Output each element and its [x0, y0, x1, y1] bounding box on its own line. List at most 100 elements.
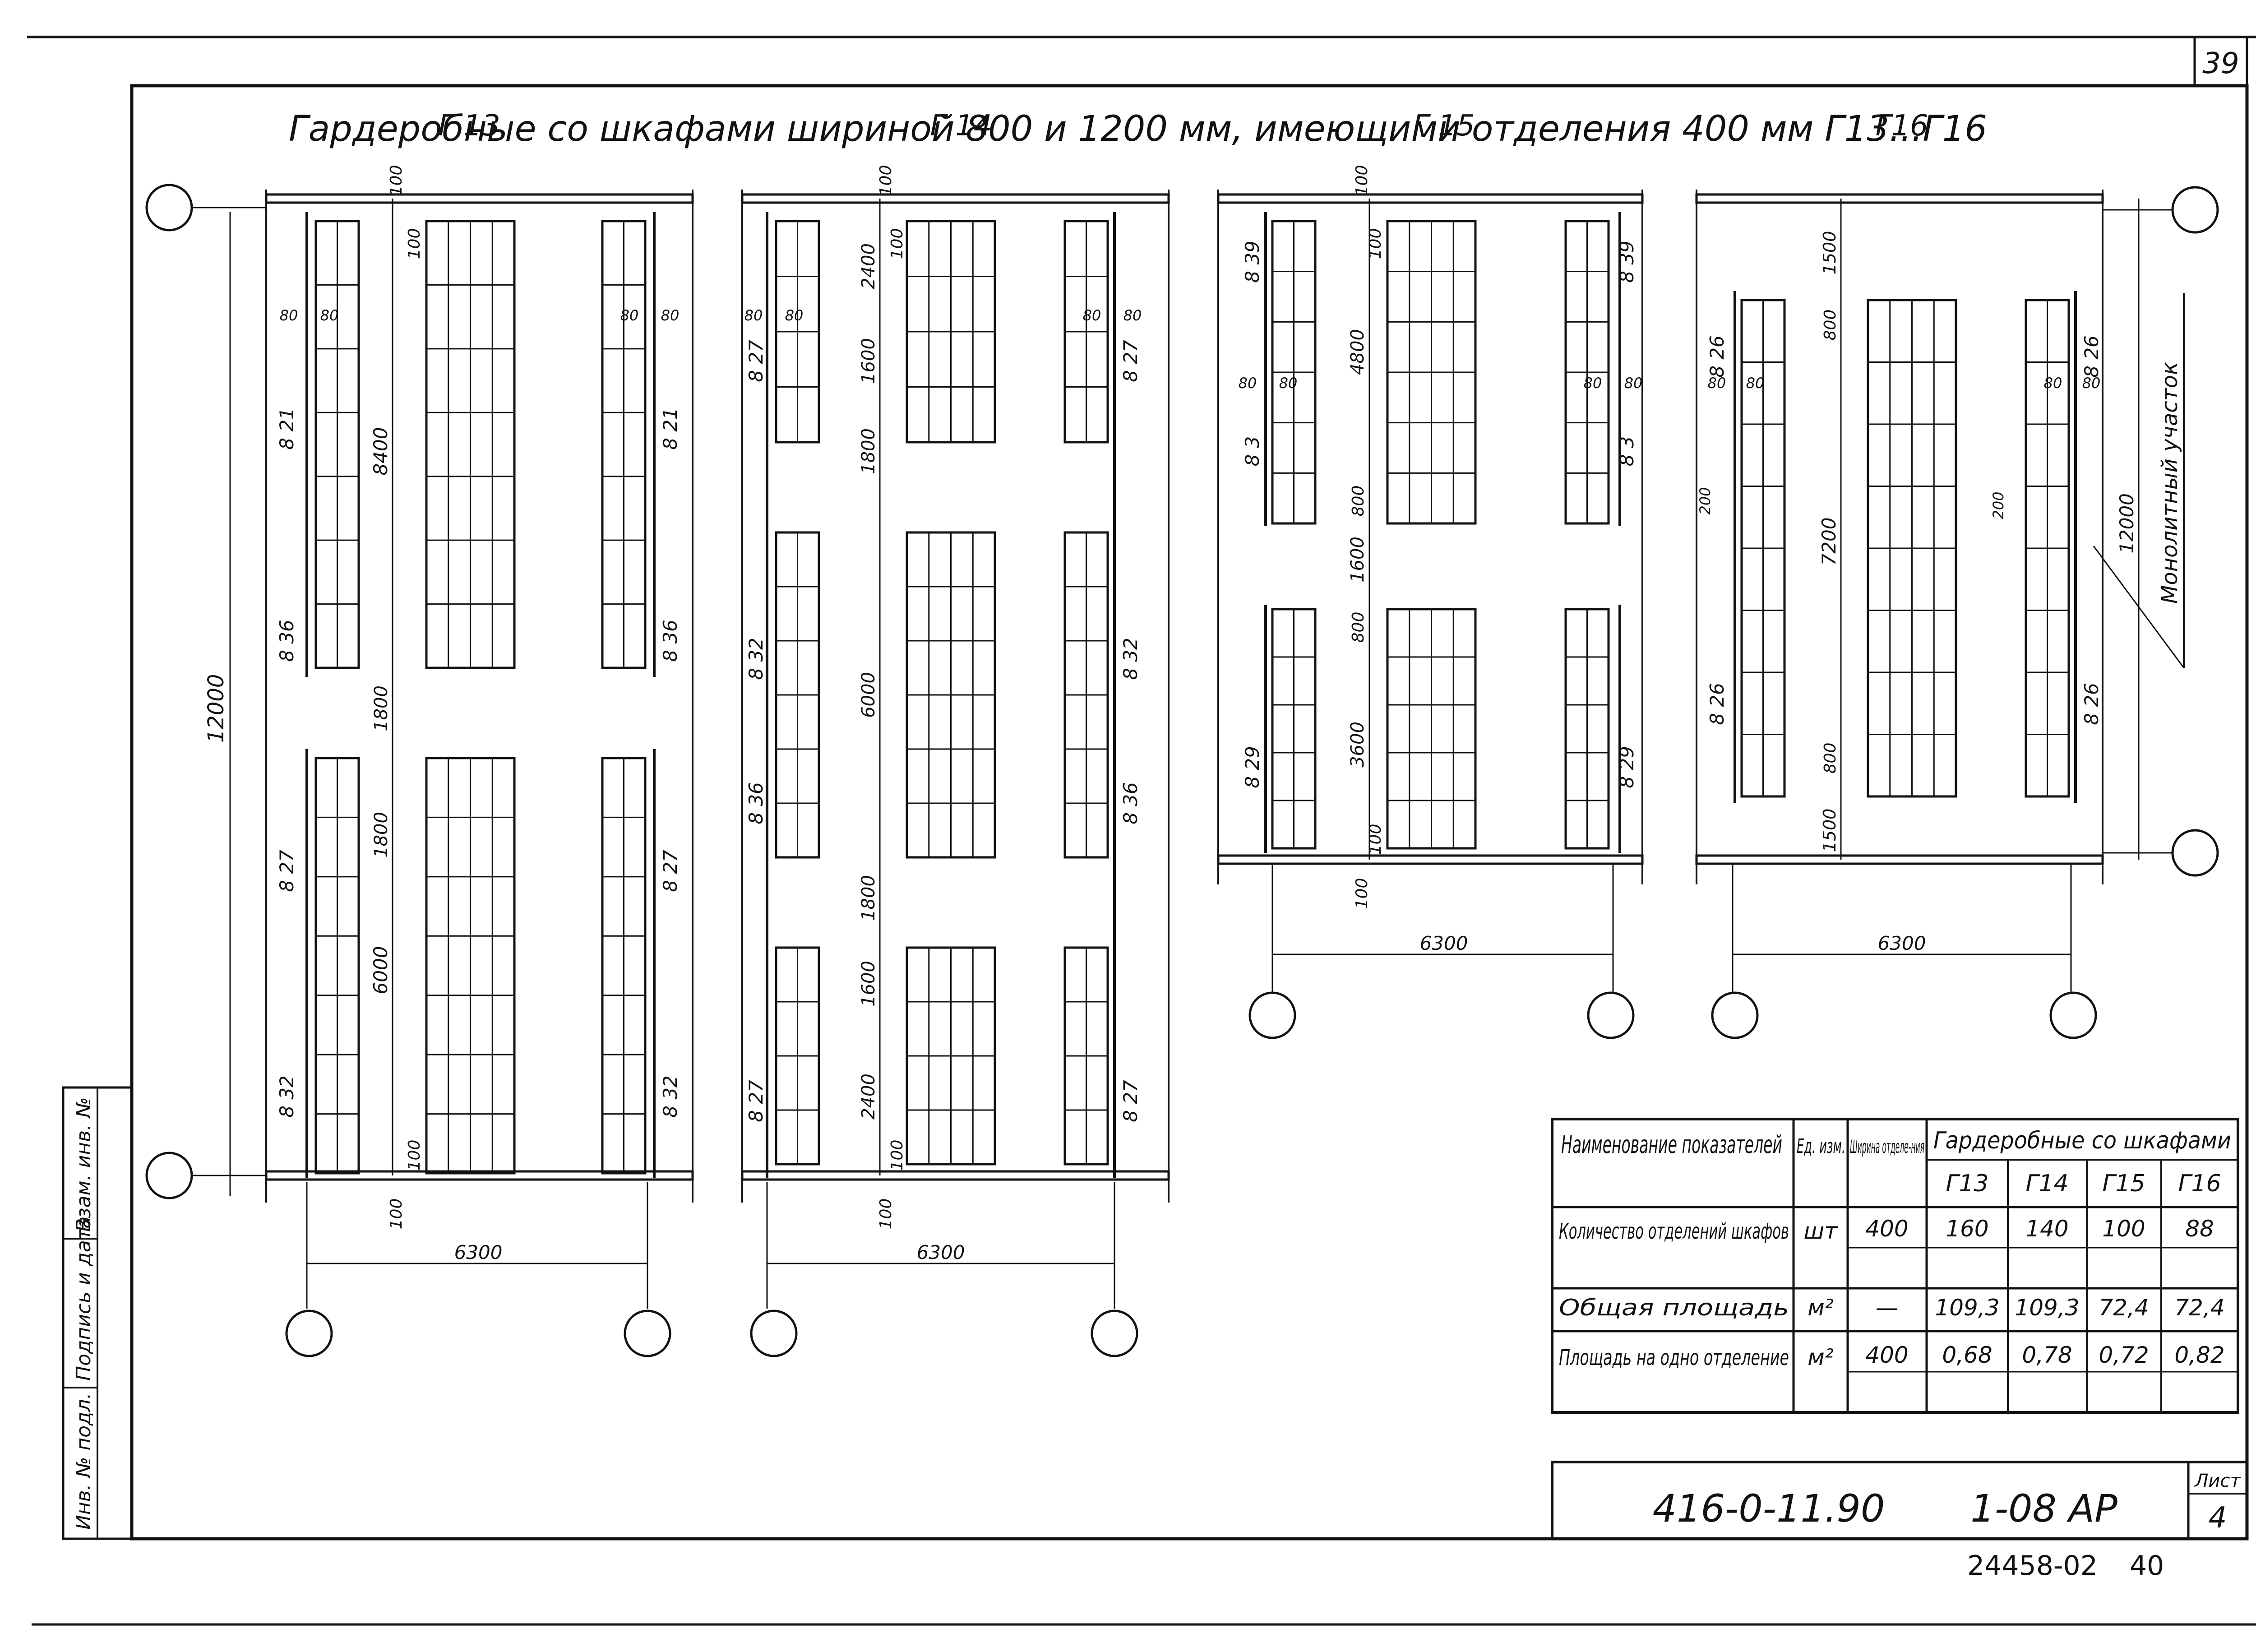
head-col-2: Г14 — [2025, 1170, 2068, 1197]
row-2-value-1: 109,3 — [1935, 1295, 1999, 1321]
wardrobe-unit — [906, 531, 996, 859]
row-1-unit: шт — [1804, 1218, 1839, 1244]
dim-label: 80 — [1708, 375, 1726, 392]
wardrobe-unit — [425, 757, 516, 1175]
row-2-value-3: 72,4 — [2099, 1295, 2149, 1321]
dim-label: 200 — [1990, 491, 2007, 519]
grid-axis-marker — [1587, 991, 1635, 1039]
dim-label: 100 — [1366, 824, 1385, 855]
dim-label: 800 — [1349, 612, 1368, 643]
cabinet-label: 8 3 — [1616, 436, 1638, 467]
cabinet-label: 8 21 — [276, 407, 298, 450]
dim-label: 80 — [1279, 375, 1298, 392]
stamp-sheet-label: Лист — [2194, 1471, 2241, 1491]
wardrobe-unit — [775, 531, 820, 859]
head-col-3: Г15 — [2102, 1170, 2145, 1197]
wardrobe-unit — [601, 220, 647, 669]
wall — [1217, 193, 1644, 204]
dim-label: 100 — [1353, 878, 1371, 909]
row-3-width: 400 — [1865, 1342, 1908, 1368]
dim-label: 100 — [877, 165, 895, 196]
dim-label: 80 — [1624, 375, 1643, 392]
wardrobe-unit — [314, 220, 360, 669]
row-3-value-2: 0,78 — [2022, 1342, 2072, 1368]
dim-label: 1500 — [1820, 231, 1840, 275]
dim-label: 80 — [1584, 375, 1602, 392]
dim-label: 1800 — [858, 875, 879, 921]
cabinet-label: 8 36 — [659, 620, 681, 662]
row-3-unit: м² — [1808, 1344, 1834, 1370]
row-1-value-1: 160 — [1946, 1216, 1988, 1242]
head-col-1: Г13 — [1946, 1170, 1988, 1197]
cabinet-label: 8 32 — [276, 1075, 298, 1118]
dim-label: 100 — [387, 1199, 406, 1230]
wall — [265, 193, 694, 204]
cabinet-label: 8 36 — [745, 782, 767, 824]
wardrobe-unit — [1271, 220, 1317, 525]
dim-label: 6300 — [917, 1241, 965, 1263]
row-1-value-4: 88 — [2185, 1216, 2214, 1242]
wardrobe-unit — [775, 946, 820, 1166]
dim-label: 1600 — [858, 338, 879, 384]
leader-line — [2093, 546, 2185, 668]
dim-label: 8400 — [370, 427, 392, 476]
wardrobe-unit — [1564, 220, 1610, 525]
sheet-number-box — [2193, 36, 2248, 87]
grid-axis-marker — [1711, 991, 1759, 1039]
dim-label: 1800 — [371, 685, 392, 731]
row-2-name: Общая площадь — [1559, 1295, 1789, 1321]
wardrobe-unit — [1386, 608, 1477, 850]
dim-label: 1500 — [1820, 809, 1840, 852]
cabinet-label: 8 27 — [745, 340, 767, 382]
signature-label: Подпись и дата — [72, 1217, 95, 1381]
inv-label: Инв. № подл. — [72, 1393, 95, 1530]
cabinet-label: 8 32 — [745, 638, 767, 680]
wall — [741, 1170, 1170, 1181]
cabinet-label: 8 26 — [1706, 683, 1728, 725]
dim-label: 1800 — [371, 812, 392, 858]
grid-axis-marker — [2171, 829, 2219, 877]
plan-title: Г16 — [1875, 109, 1928, 143]
indicators-table: Наименование показателей Ед. изм. Ширина… — [1551, 1118, 2239, 1414]
dim-label: 100 — [888, 1140, 906, 1171]
wardrobe-unit — [1740, 299, 1786, 798]
dim-label: 1600 — [1347, 537, 1368, 583]
cabinet-label: 8 3 — [1241, 436, 1263, 467]
dim-label: 80 — [1083, 307, 1101, 324]
wardrobe-unit — [1386, 220, 1477, 525]
dim-label: 80 — [1239, 375, 1257, 392]
dim-label: 800 — [1349, 486, 1368, 517]
row-2-value-4: 72,4 — [2174, 1295, 2224, 1321]
grid-axis-marker — [2049, 991, 2097, 1039]
dim-label: 6000 — [858, 672, 879, 718]
dim-label: 3600 — [1347, 722, 1368, 768]
dim-label: 800 — [1821, 743, 1840, 774]
footer-code: 24458-02 — [1967, 1550, 2098, 1582]
head-col-4: Г16 — [2178, 1170, 2221, 1197]
wardrobe-unit — [1063, 531, 1109, 859]
cabinet-label: 8 21 — [659, 407, 681, 450]
grid-axis-marker — [1091, 1310, 1138, 1357]
dim-label: 2400 — [858, 1074, 879, 1120]
sheet-number: 39 — [2202, 47, 2239, 80]
wall — [741, 193, 1170, 204]
replace-inv-label: Взам. инв. № — [72, 1097, 95, 1232]
cabinet-label: 8 26 — [2080, 335, 2103, 378]
cabinet-label: 8 36 — [276, 620, 298, 662]
dim-label: 100 — [387, 165, 406, 196]
left-margin-stamp: Инв. № подл. Подпись и дата Взам. инв. № — [62, 1086, 133, 1540]
row-3-value-4: 0,82 — [2174, 1342, 2224, 1368]
dim-label: 80 — [661, 307, 680, 324]
plan-title: Г 14 — [930, 109, 992, 143]
plan-g14: Г 14240016001800600018001600240010010010… — [741, 109, 1170, 1357]
title-block: 416-0-11.90 1-08 АР Лист 4 — [1551, 1461, 2248, 1540]
dim-label: 100 — [1366, 228, 1385, 259]
grid-axis-marker — [1248, 991, 1296, 1039]
dim-label: 100 — [1353, 165, 1371, 196]
cabinet-label: 8 32 — [659, 1075, 681, 1118]
stamp-section: 1-08 АР — [1970, 1486, 2117, 1531]
row-1-value-3: 100 — [2102, 1216, 2145, 1242]
wardrobe-unit — [1867, 299, 1957, 798]
stamp-designation: 416-0-11.90 — [1653, 1486, 1885, 1531]
